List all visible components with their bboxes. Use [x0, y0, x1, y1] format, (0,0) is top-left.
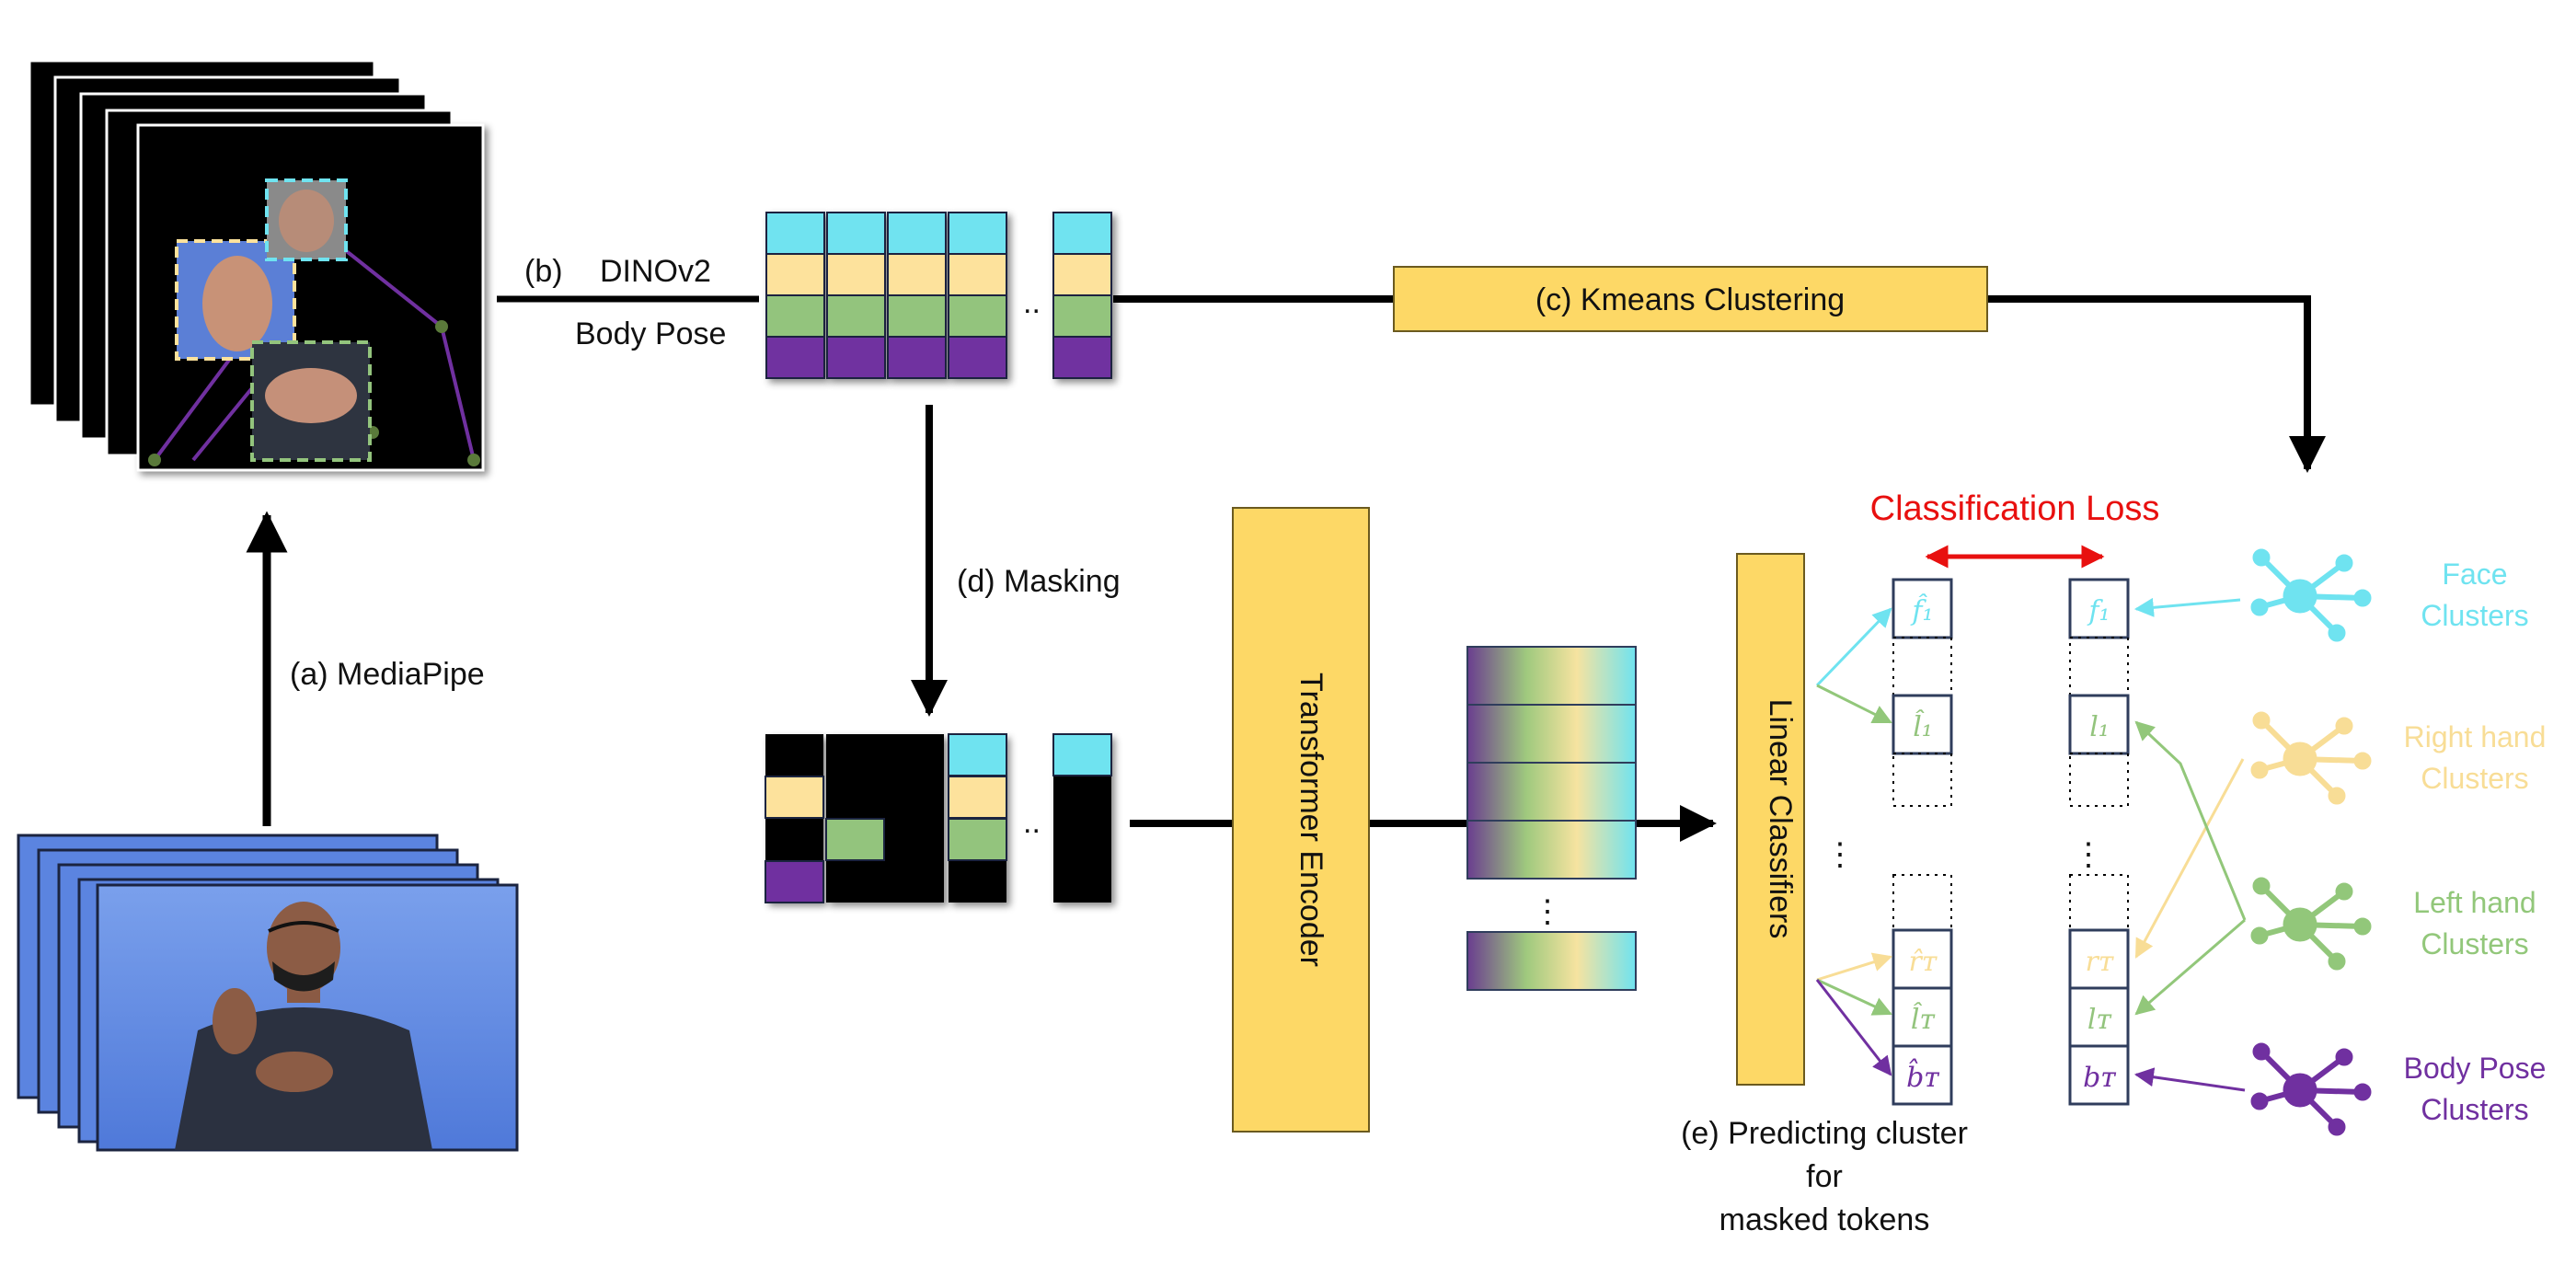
- right-hand-clusters-line1: Right hand: [2404, 720, 2547, 753]
- label-transformer: Transformer Encoder: [1294, 673, 1328, 967]
- pred-token-f1: f̂₁: [1910, 593, 1933, 627]
- body-pose-cluster-icon: [2250, 1042, 2372, 1136]
- body-pose-clusters-line1: Body Pose: [2404, 1052, 2547, 1085]
- left-hand-cluster-icon: [2250, 877, 2372, 971]
- pred-vdots: ⋮: [1824, 837, 1856, 872]
- right-hand-cluster-icon: [2250, 711, 2372, 805]
- label-e-line1: (e) Predicting cluster: [1681, 1116, 1968, 1151]
- token-ellipsis: ..: [1023, 285, 1041, 320]
- pred-token-bT: b̂ᴛ: [1906, 1058, 1939, 1094]
- target-token-bT: bᴛ: [2083, 1062, 2116, 1094]
- token-column: [948, 212, 1007, 379]
- output-vdots: ⋮: [1532, 894, 1563, 929]
- cluster-assign-arrows: [2133, 597, 2247, 1092]
- pred-token-l1: l̂₁: [1913, 709, 1933, 743]
- linear-classifiers-box: [1736, 553, 1805, 1086]
- label-mediapipe: (a) MediaPipe: [290, 657, 485, 692]
- label-b: (b): [524, 254, 563, 289]
- video-frames-stack: [17, 834, 519, 1152]
- label-masking: (d) Masking: [957, 564, 1121, 599]
- body-pose-clusters-line2: Clusters: [2421, 1093, 2528, 1126]
- label-e-line2: for: [1806, 1159, 1843, 1194]
- classifier-arrows: [1815, 607, 1893, 1076]
- pred-token-rT: r̂ᴛ: [1909, 946, 1938, 978]
- pose-frames-stack: [28, 59, 485, 472]
- label-body-pose: Body Pose: [575, 316, 726, 351]
- face-clusters-line1: Face: [2442, 558, 2507, 591]
- token-column: [765, 212, 825, 379]
- label-dinov2: DINOv2: [600, 254, 711, 289]
- label-linear: Linear Classifiers: [1763, 699, 1798, 939]
- token-column: [1052, 212, 1112, 379]
- right-hand-clusters-line2: Clusters: [2421, 762, 2528, 795]
- face-cluster-icon: [2250, 548, 2372, 642]
- target-token-l1: l₁: [2089, 711, 2110, 743]
- label-classification-loss: Classification Loss: [1870, 489, 2160, 528]
- target-vdots: ⋮: [2073, 837, 2104, 872]
- token-columns: ..: [765, 212, 1112, 379]
- token-column: [887, 212, 947, 379]
- target-token-lT: lᴛ: [2087, 1004, 2112, 1036]
- token-column: [826, 212, 886, 379]
- left-hand-clusters-line1: Left hand: [2413, 886, 2536, 919]
- target-tokens: ⋮ f₁ l₁ rᴛ lᴛ bᴛ: [2068, 578, 2130, 1106]
- transformer-encoder-box: [1232, 507, 1370, 1133]
- predicted-tokens: ⋮ f̂₁ l̂₁ r̂ᴛ l̂ᴛ b̂ᴛ: [1824, 578, 1953, 1106]
- left-hand-clusters-line2: Clusters: [2421, 927, 2528, 960]
- encoder-outputs: ⋮: [1466, 646, 1637, 991]
- label-e-line3: masked tokens: [1719, 1202, 1930, 1237]
- target-token-rT: rᴛ: [2086, 946, 2114, 978]
- masked-ellipsis: ..: [1023, 805, 1041, 840]
- label-kmeans: (c) Kmeans Clustering: [1535, 282, 1845, 317]
- pred-token-lT: l̂ᴛ: [1911, 1002, 1936, 1036]
- masked-tokens: ..: [765, 733, 1112, 903]
- face-clusters-line2: Clusters: [2421, 599, 2528, 632]
- kmeans-box: [1393, 266, 1988, 332]
- cluster-labels: Face Clusters Right hand Clusters Left h…: [2404, 558, 2547, 1126]
- target-token-f1: f₁: [2087, 595, 2110, 627]
